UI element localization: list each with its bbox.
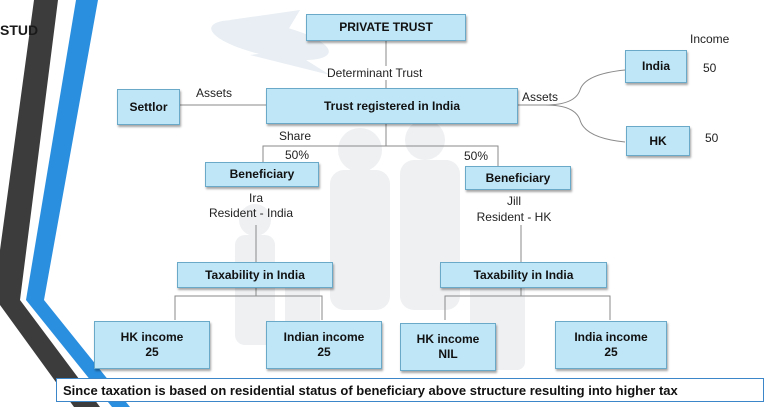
taxability-left-label: Taxability in India: [205, 267, 305, 282]
beneficiary-right-box: Beneficiary: [465, 166, 571, 190]
taxability-right-box: Taxability in India: [440, 262, 607, 288]
result-indian-income-left: Indian income 25: [266, 321, 382, 369]
private-trust-label: PRIVATE TRUST: [339, 20, 433, 34]
result4-title: India income: [574, 330, 648, 344]
share-label: Share: [279, 129, 312, 143]
beneficiary-left-status: Resident - India: [208, 206, 294, 220]
result2-value: 25: [317, 345, 331, 359]
result1-value: 25: [145, 345, 159, 359]
beneficiary-left-name: Ira: [248, 191, 263, 205]
result2-title: Indian income: [283, 330, 365, 344]
hk-label: HK: [649, 133, 667, 148]
beneficiary-right-name: Jill: [507, 194, 521, 208]
result4-value: 25: [604, 345, 618, 359]
footer-conclusion: Since taxation is based on residential s…: [56, 378, 764, 402]
taxability-left-box: Taxability in India: [177, 262, 333, 288]
hk-box: HK: [626, 126, 690, 156]
share-left-percent: 50%: [285, 148, 310, 162]
corner-tag: STUD: [0, 22, 39, 38]
assets-right-label: Assets: [522, 90, 559, 104]
result-hk-income-left: HK income 25: [94, 321, 210, 369]
beneficiary-right-label: Beneficiary: [485, 170, 551, 185]
blue-stripe: [26, 0, 130, 407]
result3-value: NIL: [438, 347, 458, 361]
result1-title: HK income: [120, 330, 184, 344]
beneficiary-left-box: Beneficiary: [205, 162, 319, 187]
result-india-income-right: India income 25: [555, 321, 667, 369]
private-trust-box: PRIVATE TRUST: [306, 14, 466, 41]
taxability-right-label: Taxability in India: [473, 267, 574, 282]
settlor-label: Settlor: [129, 99, 168, 114]
determinant-trust-label: Determinant Trust: [327, 66, 423, 80]
income-header: Income: [690, 32, 730, 46]
result-hk-income-right: HK income NIL: [400, 323, 496, 371]
dark-stripe: [0, 0, 100, 407]
assets-left-label: Assets: [196, 86, 233, 100]
trust-label: Trust registered in India: [323, 98, 461, 113]
india-label: India: [641, 59, 670, 73]
trust-box: Trust registered in India: [266, 88, 518, 124]
india-income-value: 50: [703, 61, 717, 75]
share-right-percent: 50%: [464, 149, 489, 163]
india-box: India: [625, 50, 687, 83]
beneficiary-right-status: Resident - HK: [476, 210, 552, 224]
airplane-illustration: [211, 10, 330, 75]
result3-title: HK income: [416, 332, 480, 346]
hk-income-value: 50: [705, 131, 719, 145]
settlor-box: Settlor: [117, 89, 180, 125]
connector-lines: [174, 40, 626, 320]
beneficiary-left-label: Beneficiary: [229, 167, 295, 181]
